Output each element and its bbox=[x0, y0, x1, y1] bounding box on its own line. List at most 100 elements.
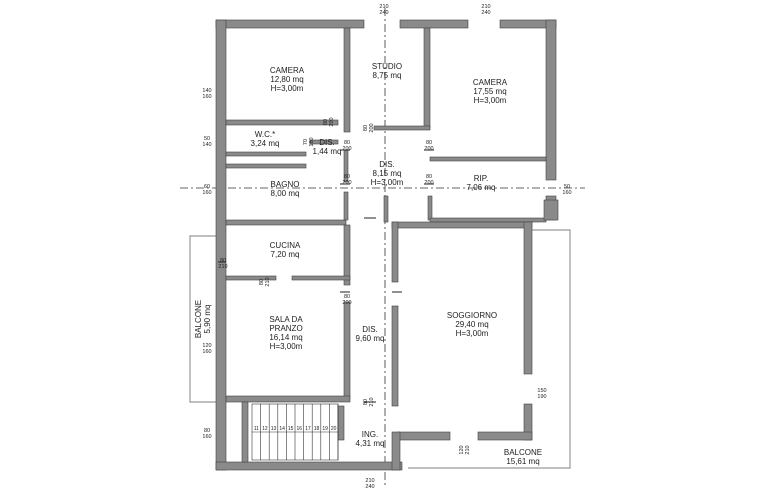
room-height: H=3,00m bbox=[473, 96, 507, 105]
wall bbox=[225, 163, 307, 169]
room-name: W.C.* bbox=[254, 130, 276, 139]
wall bbox=[543, 199, 559, 221]
wall bbox=[215, 19, 227, 471]
room-balcone-left: BALCONE 5,90 mq bbox=[194, 291, 212, 347]
wall bbox=[397, 431, 451, 441]
room-name: DIS. bbox=[319, 138, 335, 147]
room-dis-3: DIS. 9,60 mq bbox=[350, 325, 390, 343]
room-sala-da-pranzo: SALA DA PRANZO 16,14 mq H=3,00m bbox=[256, 315, 316, 351]
room-name: CAMERA bbox=[472, 78, 508, 87]
stair-treads bbox=[260, 404, 339, 460]
stair-number: 16 bbox=[297, 426, 303, 432]
room-area: 8,00 mq bbox=[270, 189, 300, 198]
room-area: 8,75 mq bbox=[372, 71, 402, 80]
room-height: H=3,00m bbox=[370, 178, 404, 187]
wall bbox=[225, 151, 307, 157]
room-name: RIP. bbox=[473, 174, 489, 183]
room-cucina: CUCINA 7,20 mq bbox=[258, 241, 312, 259]
wall bbox=[391, 221, 399, 283]
stair-number: 14 bbox=[279, 426, 285, 432]
wall bbox=[391, 305, 399, 407]
room-area: 1,44 mq bbox=[312, 147, 342, 156]
wall bbox=[343, 224, 351, 286]
room-name: DIS. bbox=[362, 325, 378, 334]
room-area: 7,06 mq bbox=[466, 183, 496, 192]
room-studio: STUDIO 8,75 mq bbox=[360, 62, 414, 80]
door-marks bbox=[218, 149, 434, 403]
stair-number: 12 bbox=[262, 426, 268, 432]
stair-number: 17 bbox=[305, 426, 311, 432]
wall bbox=[427, 195, 433, 221]
room-area: 16,14 mq bbox=[269, 333, 303, 342]
room-area: 15,61 mq bbox=[506, 457, 540, 466]
wall bbox=[373, 125, 431, 131]
room-area: 4,31 mq bbox=[355, 439, 385, 448]
room-name: BALCONE bbox=[503, 448, 543, 457]
stair-number: 18 bbox=[314, 426, 320, 432]
room-bagno: BAGNO 8,00 mq bbox=[258, 180, 312, 198]
room-dis-1: DIS. 1,44 mq bbox=[308, 138, 346, 156]
wall bbox=[391, 221, 533, 229]
room-area: 17,55 mq bbox=[473, 87, 507, 96]
room-area: 8,15 mq bbox=[372, 169, 402, 178]
wall bbox=[337, 405, 345, 441]
room-name: BAGNO bbox=[270, 180, 300, 189]
room-area: 29,40 mq bbox=[455, 320, 489, 329]
room-dis-2: DIS. 8,15 mq H=3,00m bbox=[360, 160, 414, 187]
room-name: DIS. bbox=[379, 160, 395, 169]
wall bbox=[477, 431, 533, 441]
room-rip: RIP. 7,06 mq bbox=[456, 174, 506, 192]
wall bbox=[343, 301, 351, 399]
room-name: SOGGIORNO bbox=[446, 311, 498, 320]
wall bbox=[423, 27, 431, 129]
room-area: 3,24 mq bbox=[250, 139, 280, 148]
room-name-line-1: SALA DA bbox=[269, 315, 303, 324]
room-camera-1: CAMERA 12,80 mq H=3,00m bbox=[258, 66, 316, 93]
wall bbox=[343, 27, 351, 133]
room-area: 12,80 mq bbox=[270, 75, 304, 84]
wall bbox=[383, 195, 389, 223]
wall bbox=[343, 191, 349, 221]
room-name-line-2: PRANZO bbox=[269, 324, 303, 333]
room-wc: W.C.* 3,24 mq bbox=[240, 130, 290, 148]
room-area: 7,20 mq bbox=[270, 250, 300, 259]
room-area: 9,60 mq bbox=[355, 334, 385, 343]
room-balcone-right: BALCONE 15,61 mq bbox=[494, 448, 552, 466]
axis-lines bbox=[180, 8, 585, 488]
wall bbox=[523, 221, 533, 375]
stair-number: 19 bbox=[322, 426, 328, 432]
wall bbox=[309, 139, 339, 145]
wall bbox=[399, 19, 469, 29]
wall bbox=[225, 219, 347, 226]
room-name: CAMERA bbox=[269, 66, 305, 75]
wall bbox=[429, 217, 547, 223]
wall bbox=[225, 395, 351, 403]
wall bbox=[545, 19, 557, 181]
wall bbox=[225, 275, 277, 281]
walls bbox=[215, 19, 559, 471]
staircase bbox=[251, 403, 339, 461]
wall bbox=[291, 275, 351, 281]
room-name: BALCONE bbox=[194, 299, 203, 339]
room-height: H=3,00m bbox=[455, 329, 489, 338]
wall bbox=[215, 19, 365, 29]
room-camera-2: CAMERA 17,55 mq H=3,00m bbox=[461, 78, 519, 105]
